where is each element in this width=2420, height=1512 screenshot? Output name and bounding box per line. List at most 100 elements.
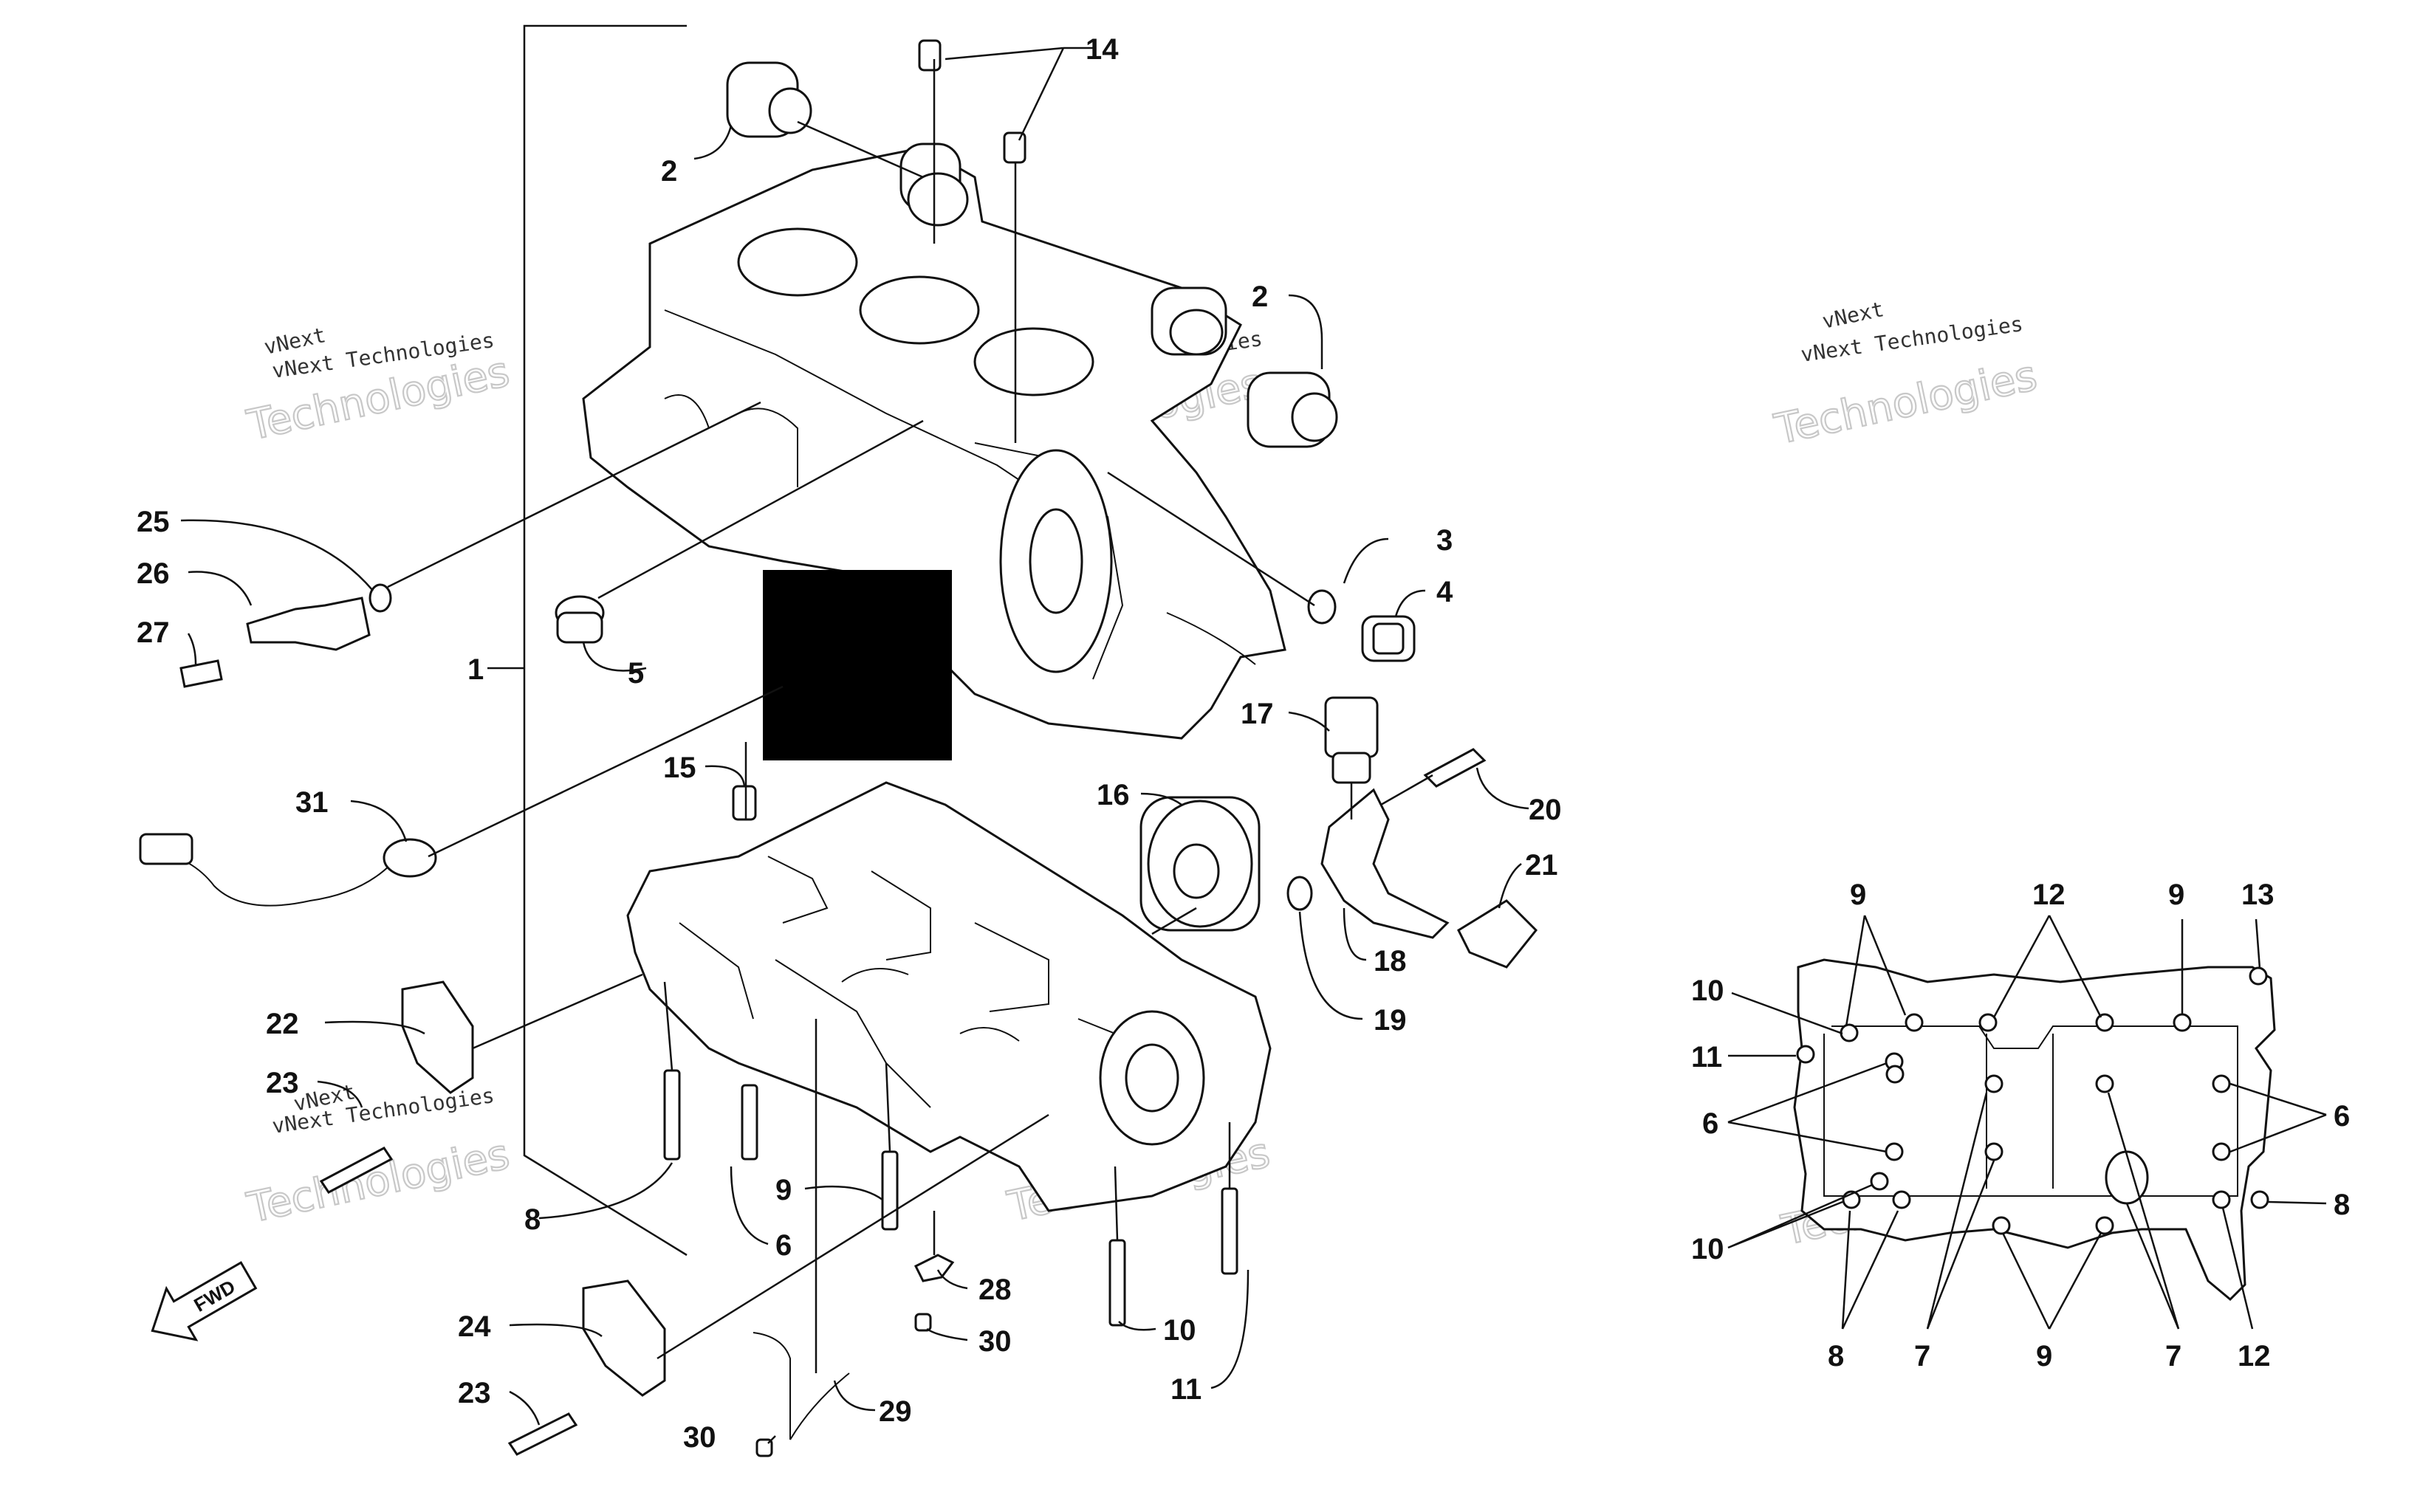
- o-ring-3: [1307, 589, 1337, 625]
- leader-line: [1140, 792, 1182, 806]
- inset-callout-number: 7: [2165, 1340, 2181, 1372]
- leader-line: [1380, 774, 1433, 806]
- leader-line: [657, 1113, 1049, 1360]
- leader-line: [2001, 1232, 2102, 1330]
- callout-number: 28: [978, 1274, 1012, 1306]
- bolt-part-20: [1423, 748, 1487, 788]
- bolt-part-23b: [507, 1412, 578, 1456]
- leader-line: [663, 981, 673, 1071]
- leader-line: [730, 1166, 769, 1245]
- leader-line: [1394, 589, 1426, 617]
- bolt-part-8: [663, 1069, 681, 1161]
- inset-callout-number: 6: [2334, 1100, 2350, 1133]
- inset-callout-number: 9: [1850, 879, 1866, 911]
- inset-callout-number: 9: [2036, 1340, 2052, 1372]
- dowel-pin-14b: [1003, 131, 1026, 164]
- leader-line: [2268, 1200, 2327, 1205]
- inset-callout-number: 9: [2168, 879, 2184, 911]
- leader-line: [1288, 711, 1330, 732]
- callout-number: 30: [978, 1325, 1012, 1358]
- callout-number: 27: [137, 616, 170, 649]
- pipe-part-29: [753, 1332, 850, 1440]
- bolt-part-6: [741, 1084, 758, 1161]
- leader-line: [705, 765, 746, 787]
- callout-number: 21: [1525, 849, 1558, 882]
- callout-number: 5: [628, 657, 644, 690]
- watermark-big: Technologies: [1770, 351, 2040, 454]
- callout-number: 11: [1170, 1373, 1202, 1406]
- callout-number: 3: [1436, 524, 1453, 557]
- bushing-part-2a: [726, 61, 812, 138]
- leader-line: [2229, 1082, 2327, 1153]
- callout-number: 23: [266, 1067, 299, 1099]
- watermark-group-3: Technologies: [1769, 351, 2042, 455]
- leader-line: [387, 401, 761, 588]
- leader-line: [324, 1020, 425, 1035]
- screw-part-30b: [755, 1438, 773, 1457]
- callout-number: 20: [1529, 794, 1562, 826]
- lower-crankcase: [626, 781, 1272, 1212]
- forward-arrow: FWD: [151, 1261, 258, 1341]
- callout-number: 16: [1097, 779, 1130, 811]
- leader-line: [1151, 907, 1197, 935]
- leader-line: [2221, 1207, 2254, 1330]
- bolt-pattern-inset: [1727, 915, 2327, 1330]
- plug-part-4: [1361, 615, 1416, 662]
- leader-line: [180, 519, 374, 591]
- leader-line: [885, 1062, 891, 1152]
- inset-holes: [1796, 966, 2269, 1235]
- callout-number: 14: [1086, 33, 1119, 66]
- leader-line: [1498, 863, 1522, 909]
- leader-line: [1926, 1092, 1995, 1330]
- callout-number: 2: [661, 155, 677, 188]
- callout-number: 25: [137, 506, 170, 538]
- bushing-part-2b: [1247, 371, 1338, 448]
- bolt-part-11: [1221, 1187, 1238, 1275]
- inset-callout-number: 8: [2334, 1189, 2350, 1221]
- knock-sensor-31: [139, 833, 437, 907]
- callout-number: 1: [467, 653, 484, 686]
- leader-line: [1210, 1269, 1250, 1389]
- assembly-bracket: [523, 24, 688, 1257]
- leader-line: [1298, 911, 1363, 1020]
- leader-line: [317, 1080, 363, 1108]
- callout-number: 15: [663, 752, 696, 784]
- inset-callout-number: 6: [1702, 1107, 1718, 1140]
- leader-line: [597, 419, 924, 599]
- inset-callout-number: 8: [1828, 1340, 1844, 1372]
- inset-callout-number: 13: [2241, 879, 2275, 911]
- leader-line: [833, 1380, 876, 1412]
- bracket-part-18: [1320, 788, 1450, 939]
- upper-crankcase: [582, 142, 1286, 740]
- leader-line: [582, 642, 647, 672]
- plug-part-5: [555, 595, 605, 644]
- leader-line: [2255, 918, 2261, 969]
- callout-number: 23: [458, 1377, 491, 1409]
- callout-number: 22: [266, 1008, 299, 1040]
- leader-line: [188, 571, 253, 606]
- redaction-box: [763, 570, 952, 760]
- callout-number: 31: [295, 786, 329, 819]
- o-ring-19: [1286, 876, 1313, 911]
- leader-line: [945, 47, 1093, 141]
- leader-line: [1475, 767, 1529, 810]
- callout-number: 18: [1374, 945, 1407, 977]
- clip-part-28: [914, 1254, 955, 1282]
- fitting-part-26: [246, 597, 371, 651]
- watermark-group-4: Technologies: [242, 1130, 515, 1234]
- inset-callout-number: 12: [2032, 879, 2066, 911]
- watermark-big: Technologies: [243, 1130, 513, 1233]
- leader-line: [187, 633, 197, 665]
- callout-number: 17: [1241, 698, 1274, 730]
- inset-callout-number: 7: [1914, 1340, 1930, 1372]
- callout-number: 29: [879, 1395, 912, 1428]
- leader-line: [767, 1435, 776, 1444]
- callout-number: 26: [137, 557, 170, 590]
- dowel-pin-15: [732, 785, 757, 821]
- leader-line: [1107, 471, 1315, 607]
- leader-line: [509, 1323, 603, 1337]
- sensor-17: [1324, 696, 1379, 784]
- bolt-part-10: [1108, 1239, 1126, 1327]
- callout-number: 9: [775, 1174, 792, 1206]
